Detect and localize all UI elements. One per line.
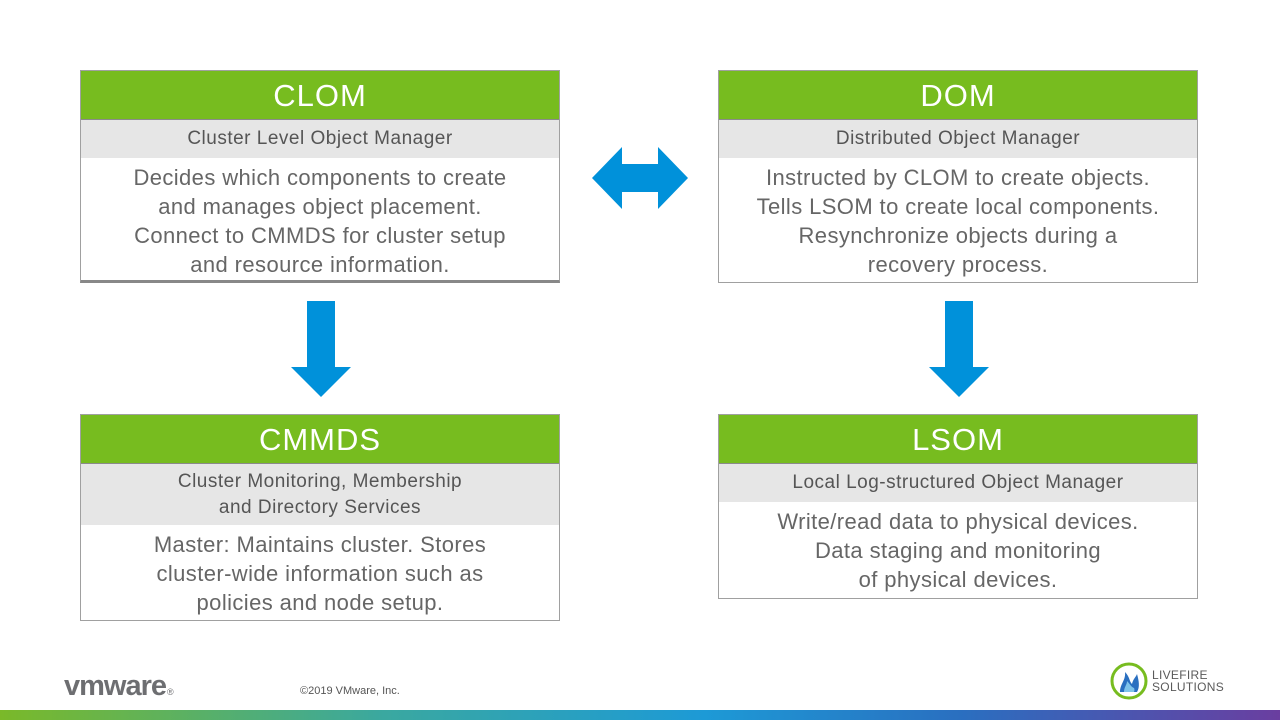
cmmds-title: CMMDS [81, 415, 559, 464]
copyright-text: ©2019 VMware, Inc. [300, 685, 400, 697]
clom-box: CLOM Cluster Level Object Manager Decide… [80, 70, 560, 283]
dom-title: DOM [719, 71, 1197, 120]
dom-subtitle: Distributed Object Manager [719, 120, 1197, 158]
livefire-subname: SOLUTIONS [1152, 680, 1225, 694]
clom-title: CLOM [81, 71, 559, 120]
cmmds-box: CMMDS Cluster Monitoring, Membership and… [80, 414, 560, 621]
lsom-subtitle: Local Log-structured Object Manager [719, 464, 1197, 502]
lsom-box: LSOM Local Log-structured Object Manager… [718, 414, 1198, 599]
lsom-title: LSOM [719, 415, 1197, 464]
dom-box: DOM Distributed Object Manager Instructe… [718, 70, 1198, 283]
gradient-bar [0, 710, 1280, 720]
down-arrow-icon [929, 301, 989, 397]
clom-subtitle: Cluster Level Object Manager [81, 120, 559, 158]
livefire-flame-icon [1110, 662, 1148, 700]
lsom-description: Write/read data to physical devices. Dat… [777, 509, 1139, 592]
down-arrow-icon [291, 301, 351, 397]
cmmds-description: Master: Maintains cluster. Stores cluste… [153, 532, 487, 615]
cmmds-subtitle: Cluster Monitoring, Membership and Direc… [81, 464, 559, 525]
clom-description: Decides which components to create and m… [133, 165, 507, 277]
livefire-logo: LIVEFIRE SOLUTIONS [1110, 662, 1224, 700]
dom-description: Instructed by CLOM to create objects. Te… [756, 165, 1160, 277]
double-headed-arrow-icon [592, 147, 688, 209]
livefire-name: LIVEFIRE [1152, 668, 1208, 682]
vmware-logo: vmware® [64, 670, 174, 702]
